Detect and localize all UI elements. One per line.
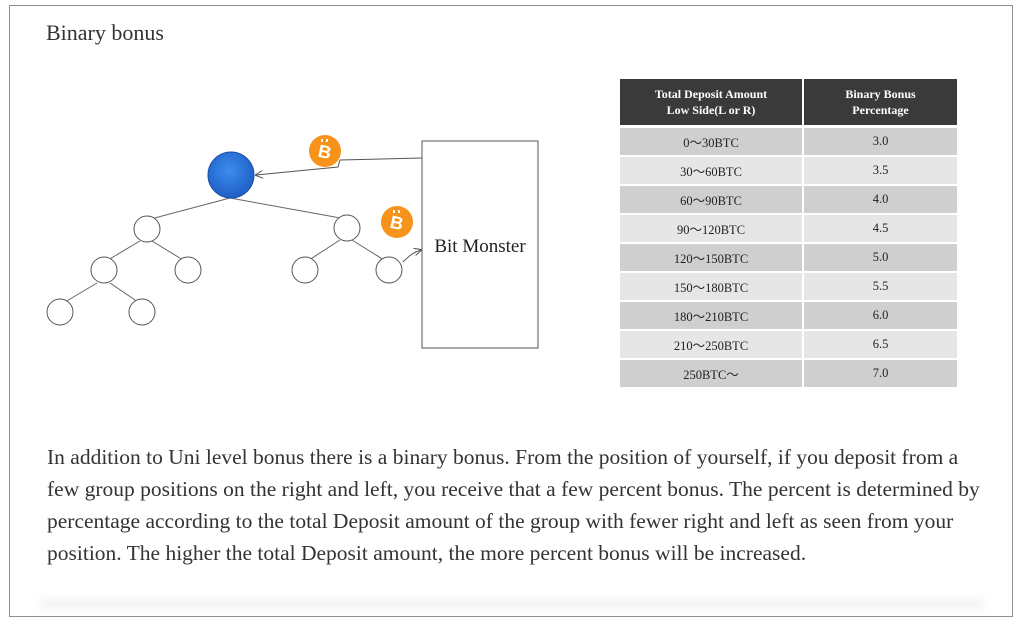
tree-edges bbox=[64, 197, 385, 303]
percentage-cell: 4.0 bbox=[804, 186, 957, 215]
deposit-range-cell: 250BTC〜 bbox=[620, 360, 804, 389]
svg-text:B: B bbox=[316, 141, 333, 163]
edge-root-right bbox=[229, 197, 347, 220]
edge-right-right bbox=[351, 239, 385, 261]
node-left bbox=[133, 215, 161, 243]
edge-left-left bbox=[107, 240, 141, 261]
node-right-left bbox=[291, 256, 319, 284]
section-title: Binary bonus bbox=[46, 20, 164, 45]
node-left-left bbox=[90, 256, 118, 284]
edge-root-left bbox=[146, 197, 231, 221]
header-bonus-percentage: Binary Bonus Percentage bbox=[804, 79, 957, 128]
root-node bbox=[207, 151, 255, 199]
binary-tree-diagram: Bit Monster B B bbox=[46, 135, 539, 349]
percentage-cell: 3.0 bbox=[804, 128, 957, 157]
edge-right-left bbox=[308, 239, 341, 261]
percentage-cell: 4.5 bbox=[804, 215, 957, 244]
table-row: 90〜120BTC 4.5 bbox=[620, 215, 957, 244]
table-row: 30〜60BTC 3.5 bbox=[620, 157, 957, 186]
table-row: 180〜210BTC 6.0 bbox=[620, 302, 957, 331]
node-right bbox=[333, 214, 361, 242]
bit-monster-label: Bit Monster bbox=[434, 236, 526, 257]
node-ll-left bbox=[46, 298, 74, 326]
bit-monster-box bbox=[421, 140, 539, 349]
arrow-box-to-root bbox=[256, 157, 423, 175]
node-right-right bbox=[375, 256, 403, 284]
table-row: 0〜30BTC 3.0 bbox=[620, 128, 957, 157]
edge-left-right bbox=[151, 240, 184, 261]
deposit-range-cell: 120〜150BTC bbox=[620, 244, 804, 273]
edge-ll-right bbox=[109, 282, 139, 303]
deposit-range-cell: 30〜60BTC bbox=[620, 157, 804, 186]
bitcoin-icon: B bbox=[309, 135, 341, 167]
percentage-cell: 6.5 bbox=[804, 331, 957, 360]
deposit-range-cell: 0〜30BTC bbox=[620, 128, 804, 157]
description-paragraph: In addition to Uni level bonus there is … bbox=[47, 445, 980, 565]
table-row: 250BTC〜 7.0 bbox=[620, 360, 957, 389]
table-row: 210〜250BTC 6.5 bbox=[620, 331, 957, 360]
table-row: 150〜180BTC 5.5 bbox=[620, 273, 957, 302]
edge-ll-left bbox=[64, 282, 98, 303]
table-row: 120〜150BTC 5.0 bbox=[620, 244, 957, 273]
percentage-cell: 6.0 bbox=[804, 302, 957, 331]
percentage-cell: 7.0 bbox=[804, 360, 957, 389]
deposit-range-cell: 150〜180BTC bbox=[620, 273, 804, 302]
arrow-node-to-box bbox=[402, 250, 421, 263]
deposit-range-cell: 180〜210BTC bbox=[620, 302, 804, 331]
node-ll-right bbox=[128, 298, 156, 326]
frame-shadow bbox=[40, 600, 984, 612]
header-deposit-amount: Total Deposit Amount Low Side(L or R) bbox=[620, 79, 804, 128]
percentage-cell: 5.0 bbox=[804, 244, 957, 273]
table-header-row: Total Deposit Amount Low Side(L or R) Bi… bbox=[620, 79, 957, 128]
percentage-cell: 5.5 bbox=[804, 273, 957, 302]
deposit-range-cell: 90〜120BTC bbox=[620, 215, 804, 244]
table-row: 60〜90BTC 4.0 bbox=[620, 186, 957, 215]
binary-bonus-table: Total Deposit Amount Low Side(L or R) Bi… bbox=[620, 79, 957, 389]
svg-text:B: B bbox=[388, 212, 405, 234]
node-left-right bbox=[174, 256, 202, 284]
deposit-range-cell: 60〜90BTC bbox=[620, 186, 804, 215]
deposit-range-cell: 210〜250BTC bbox=[620, 331, 804, 360]
bitcoin-icon: B bbox=[381, 206, 413, 238]
percentage-cell: 3.5 bbox=[804, 157, 957, 186]
